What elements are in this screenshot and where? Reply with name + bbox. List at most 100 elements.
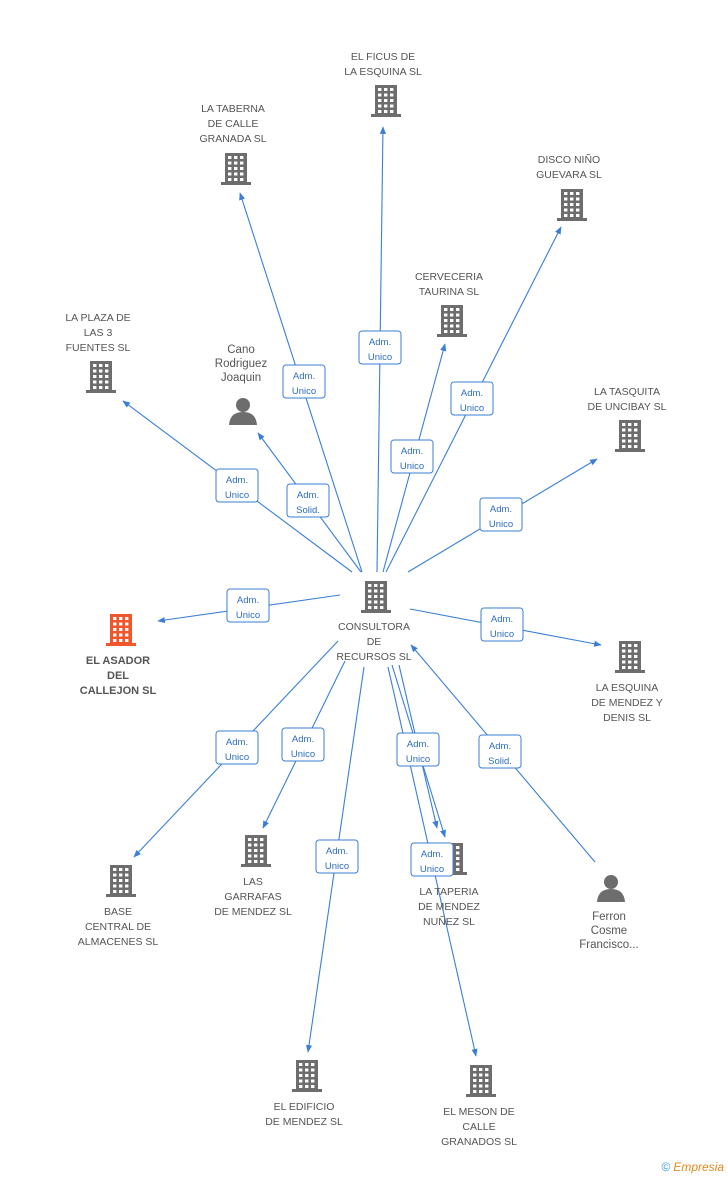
edge-label-text: Unico: [489, 519, 513, 530]
edge-label-text: Unico: [406, 754, 430, 765]
edge-label-ferron[interactable]: Adm. Solid.: [478, 734, 522, 769]
node-label-line: LA TAPERIA: [419, 886, 478, 898]
edge-label-text: Adm.: [297, 490, 319, 501]
edge-label-text: Solid.: [488, 756, 512, 767]
edge-label-text: Adm.: [237, 595, 259, 606]
edge-label-text: Adm.: [489, 741, 511, 752]
edge-label-text: Unico: [225, 752, 249, 763]
center-label-line: RECURSOS SL: [336, 651, 411, 663]
edge-label-text: Adm.: [401, 446, 423, 457]
edge-label-la-taberna[interactable]: Adm.Unico: [282, 364, 326, 399]
edge-label-cano[interactable]: Adm. Solid.: [286, 483, 330, 518]
edge-label-text: Unico: [368, 352, 392, 363]
edge-label-text: Solid.: [296, 505, 320, 516]
node-label-line: EL FICUS DE: [351, 51, 415, 63]
node-label-line: EL ASADOR: [86, 655, 150, 667]
edge-label-el-edificio[interactable]: Adm.Unico: [315, 839, 359, 874]
node-disco-nino[interactable]: DISCO NIÑO GUEVARA SL: [536, 153, 602, 221]
center-label-line: DE: [367, 636, 382, 648]
edge-label-las-garrafas[interactable]: Adm.Unico: [281, 727, 325, 762]
node-label-line: Francisco...: [579, 939, 638, 951]
node-label-line: DISCO NIÑO: [538, 153, 600, 166]
node-label-line: Rodriguez: [215, 358, 268, 370]
node-ferron[interactable]: FerronCosmeFrancisco...: [579, 875, 639, 951]
node-label-line: ALMACENES SL: [78, 936, 159, 948]
node-label-line: CALLEJON SL: [80, 685, 157, 697]
edge-label-base-central[interactable]: Adm. Unico: [215, 730, 259, 765]
building-icon: [86, 361, 116, 393]
node-la-tasquita[interactable]: LA TASQUITA DE UNCIBAY SL: [588, 386, 667, 452]
node-label-line: DE MENDEZ SL: [265, 1116, 343, 1128]
node-label-line: Cosme: [591, 925, 627, 937]
node-label-line: FUENTES SL: [66, 342, 131, 354]
building-icon: [371, 85, 401, 117]
node-label-line: LAS 3: [84, 327, 113, 339]
node-label-line: Cano: [227, 344, 255, 356]
node-label-line: EL MESON DE: [443, 1106, 514, 1118]
node-label-line: LA TASQUITA: [594, 386, 660, 398]
edge-label-el-asador[interactable]: Adm.Unico: [226, 588, 270, 623]
edge-label-text: Adm.: [490, 504, 512, 515]
node-label-line: CENTRAL DE: [85, 921, 151, 933]
edge-label-text: Adm.: [491, 614, 513, 625]
edge-label-la-plaza[interactable]: Adm. Unico: [215, 468, 259, 503]
node-label-line: EL EDIFICIO: [274, 1101, 335, 1113]
node-label-line: DE UNCIBAY SL: [588, 401, 667, 413]
node-label-line: GARRAFAS: [224, 891, 281, 903]
edge-label-text: Unico: [400, 461, 424, 472]
node-label-line: GUEVARA SL: [536, 169, 602, 181]
node-label-line: NUÑEZ SL: [423, 915, 475, 928]
edge-label-text: Adm.: [461, 388, 483, 399]
node-label-line: DE CALLE: [208, 118, 259, 130]
node-label-line: TAURINA SL: [419, 286, 480, 298]
node-el-ficus[interactable]: EL FICUS DE LA ESQUINA SL: [344, 51, 422, 117]
edge-label-text: Unico: [460, 403, 484, 414]
node-label-line: Joaquin: [221, 372, 261, 384]
edge-label-text: Unico: [490, 629, 514, 640]
building-icon: [106, 865, 136, 897]
node-label-line: GRANADA SL: [199, 133, 266, 145]
edge-label-cerveceria[interactable]: Adm. Unico: [390, 439, 434, 474]
edge-label-la-taperia[interactable]: Adm.Unico: [396, 732, 440, 767]
person-icon: [229, 398, 257, 425]
edge-label-text: Adm.: [421, 849, 443, 860]
edge-label-disco-nino[interactable]: Adm. Unico: [450, 381, 494, 416]
building-icon: [106, 614, 136, 646]
edge-label-text: Adm.: [369, 337, 391, 348]
node-label-line: LA ESQUINA SL: [344, 66, 422, 78]
node-cerveceria[interactable]: CERVECERIA TAURINA SL: [415, 271, 483, 337]
building-icon: [466, 1065, 496, 1097]
node-label-line: CERVECERIA: [415, 271, 483, 283]
copyright-symbol: ©: [661, 1160, 671, 1174]
node-label-line: Ferron: [592, 911, 626, 923]
edge-label-la-esquina-mendez[interactable]: Adm. Unico: [480, 607, 524, 642]
edge-label-text: Adm.: [226, 737, 248, 748]
building-icon: [615, 641, 645, 673]
node-el-edificio[interactable]: EL EDIFICIO DE MENDEZ SL: [265, 1060, 343, 1128]
building-icon: [361, 581, 391, 613]
edge-label-el-ficus[interactable]: Adm. Unico: [358, 330, 402, 365]
building-icon: [221, 153, 251, 185]
edge-label-la-tasquita[interactable]: Adm. Unico: [479, 497, 523, 532]
footer-brand[interactable]: ©Empresia: [661, 1160, 724, 1174]
edge-label-text: Adm.: [226, 475, 248, 486]
node-label-line: LA ESQUINA: [596, 682, 658, 694]
building-icon: [437, 305, 467, 337]
edge-label-text: Unico: [225, 490, 249, 501]
node-el-asador[interactable]: EL ASADOR DEL CALLEJON SL: [80, 614, 157, 697]
edge-label-el-meson[interactable]: Adm.Unico: [410, 842, 454, 877]
edge-label-text: Adm.: [326, 846, 348, 857]
building-icon: [241, 835, 271, 867]
building-icon: [557, 189, 587, 221]
node-label-line: DEL: [107, 670, 129, 682]
person-icon: [597, 875, 625, 902]
